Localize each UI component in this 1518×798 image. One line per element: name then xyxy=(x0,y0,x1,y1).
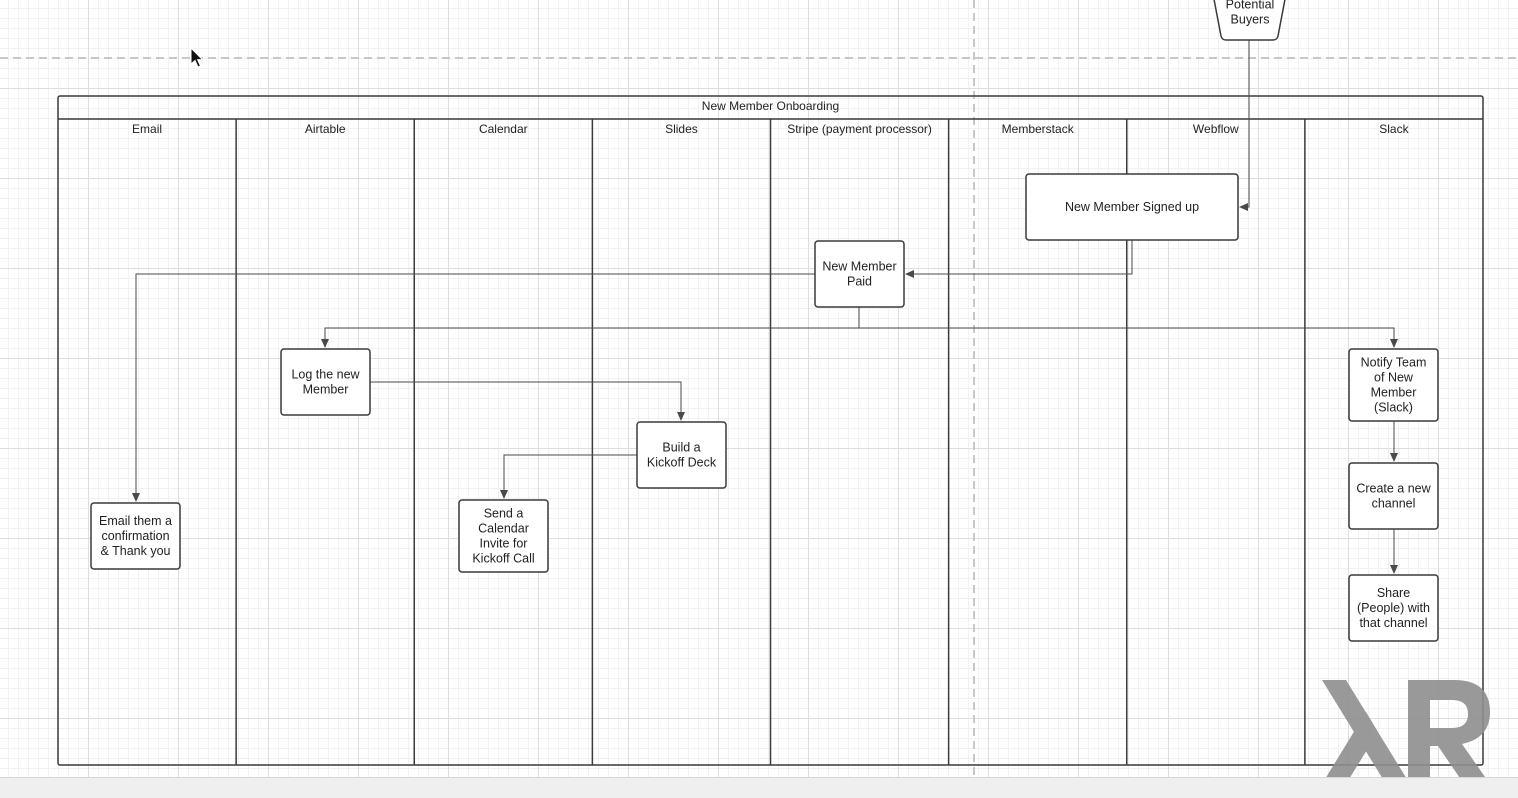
node-label: Buyers xyxy=(1231,13,1270,27)
connector-paid-to-email[interactable] xyxy=(132,273,815,502)
pool-title: New Member Onboarding xyxy=(702,99,839,113)
node-label: Build a xyxy=(662,441,700,455)
node-label: Email them a xyxy=(99,514,172,528)
node-label: Invite for xyxy=(480,537,528,551)
lane-label: Slack xyxy=(1379,122,1409,136)
node-label: Share xyxy=(1377,586,1410,600)
node-label: Member xyxy=(1371,386,1417,400)
canvas-status-bar xyxy=(0,777,1518,798)
node-label: Paid xyxy=(847,275,872,289)
node-new-member-signed-up[interactable]: New Member Signed up xyxy=(1025,173,1239,241)
node-label: Notify Team xyxy=(1361,356,1427,370)
lane-label: Memberstack xyxy=(1002,122,1075,136)
node-label: Kickoff Deck xyxy=(647,456,717,470)
node-label: Kickoff Call xyxy=(472,552,534,566)
lane-label: Email xyxy=(132,122,162,136)
node-label: Potential xyxy=(1226,0,1275,12)
node-label: Member xyxy=(303,383,349,397)
connector-paid-to-notify[interactable] xyxy=(858,307,1398,348)
node-label: New Member xyxy=(822,260,896,274)
node-label: of New xyxy=(1374,371,1414,385)
node-label: confirmation xyxy=(101,529,169,543)
connector-log-to-deck[interactable] xyxy=(370,381,685,421)
node-label: & Thank you xyxy=(101,544,171,558)
xr-watermark-logo xyxy=(1322,680,1490,784)
node-label: channel xyxy=(1372,497,1416,511)
node-label: Create a new xyxy=(1356,482,1431,496)
node-label: Send a xyxy=(484,507,524,521)
node-label: (People) with xyxy=(1357,601,1430,615)
node-label: New Member Signed up xyxy=(1065,200,1199,214)
node-label: Log the new xyxy=(291,368,360,382)
node-label: Calendar xyxy=(478,522,529,536)
lane-label: Airtable xyxy=(305,122,346,136)
node-label: that channel xyxy=(1359,616,1427,630)
node-label: (Slack) xyxy=(1374,401,1413,415)
lane-label: Calendar xyxy=(479,122,528,136)
lane-label: Webflow xyxy=(1193,122,1239,136)
connector-deck-to-calendar[interactable] xyxy=(500,454,637,499)
lane-label: Slides xyxy=(665,122,698,136)
connector-signed_up-to-paid[interactable] xyxy=(905,240,1133,278)
connector-buyers-to-signed_up[interactable] xyxy=(1239,40,1250,211)
lane-label: Stripe (payment processor) xyxy=(787,122,932,136)
mouse-cursor-icon xyxy=(190,46,204,68)
